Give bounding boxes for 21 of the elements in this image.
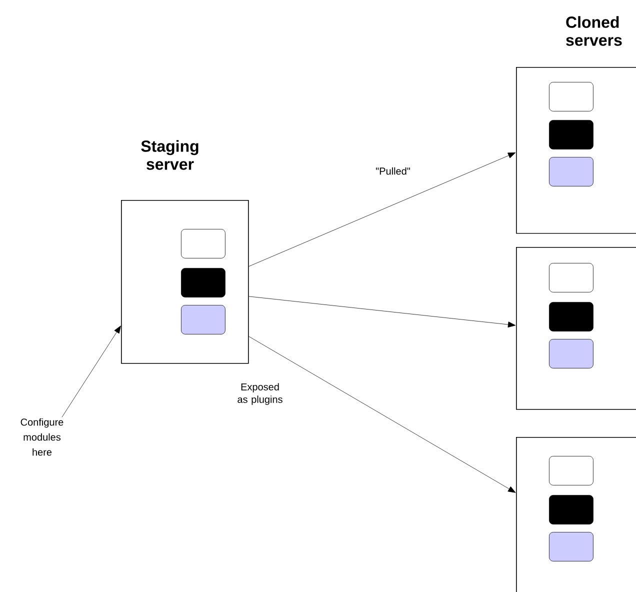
module-box xyxy=(181,268,226,298)
arrow xyxy=(248,152,516,267)
edge-label: "Pulled" xyxy=(374,166,412,176)
module-box xyxy=(549,82,594,112)
arrow xyxy=(62,326,121,418)
note-text: Configure modules here xyxy=(20,418,64,456)
module-box xyxy=(549,532,594,562)
arrow xyxy=(248,336,516,493)
arrow xyxy=(248,296,516,328)
module-box xyxy=(549,263,594,292)
module-box xyxy=(549,456,594,486)
module-box xyxy=(181,229,226,258)
module-box xyxy=(549,302,594,332)
module-box xyxy=(549,120,594,150)
node-label: Staging server xyxy=(141,140,198,170)
module-box xyxy=(549,495,594,524)
module-box xyxy=(181,305,226,334)
group-heading: Cloned servers xyxy=(566,16,622,46)
module-box xyxy=(549,157,594,186)
note-text: Exposed as plugins xyxy=(238,383,282,405)
module-box xyxy=(549,339,594,368)
